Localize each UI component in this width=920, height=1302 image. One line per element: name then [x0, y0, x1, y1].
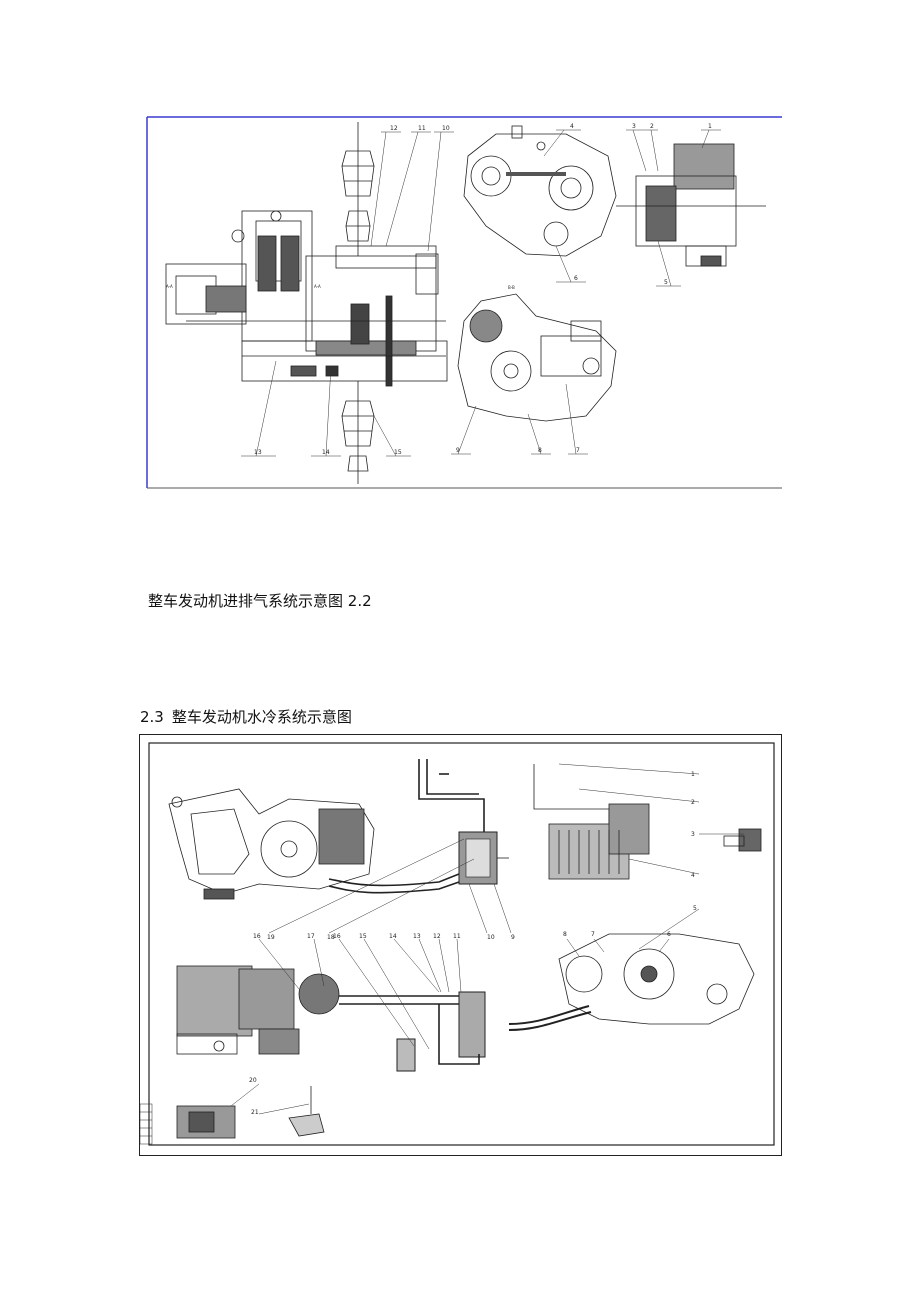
view-label-b: A-A	[314, 284, 321, 289]
callout-3: 3	[632, 123, 636, 130]
callout-r2: 2	[691, 799, 695, 806]
main-leaders	[241, 131, 454, 457]
callout-6: 6	[574, 275, 578, 282]
end-section-leaders	[626, 129, 721, 287]
callout-b17: 17	[307, 933, 315, 940]
callout-r6: 6	[667, 931, 671, 938]
engine-side-view	[463, 125, 617, 257]
outer-border	[139, 734, 782, 1156]
callout-r7: 7	[591, 931, 595, 938]
cooling-system-svg: 19 18 10 9 1 2 3 4 5 6 7 8 16 17 16 15 1…	[139, 734, 782, 1156]
title-block	[139, 1103, 153, 1145]
cooling-system-drawing: 19 18 10 9 1 2 3 4 5 6 7 8 16 17 16 15 1…	[139, 734, 782, 1156]
callout-4: 4	[570, 123, 574, 130]
callout-9b: 9	[511, 934, 515, 941]
callout-13: 13	[254, 449, 262, 456]
callout-8: 8	[538, 447, 542, 454]
callout-14: 14	[322, 449, 330, 456]
callout-b21: 21	[251, 1109, 259, 1116]
engine-lower-view	[457, 293, 617, 422]
bottom-hoses	[339, 991, 486, 1072]
figure-caption-2-2: 整车发动机进排气系统示意图 2.2	[148, 592, 372, 610]
callout-7: 7	[576, 447, 580, 454]
callout-b20: 20	[249, 1077, 257, 1084]
engine-bottom-left	[176, 965, 340, 1055]
callout-b12: 12	[433, 933, 441, 940]
callout-18: 18	[327, 934, 335, 941]
callout-b15: 15	[359, 933, 367, 940]
callout-15: 15	[394, 449, 402, 456]
intake-exhaust-drawing: 12 11 10 13 14 15 A-A A-A 4 6	[146, 116, 782, 490]
callout-b13: 13	[413, 933, 421, 940]
callout-r5: 5	[693, 905, 697, 912]
drive-shaft-top	[341, 122, 375, 256]
engine-bottom-right	[508, 933, 755, 1031]
callout-2: 2	[650, 123, 654, 130]
engine-end-section	[616, 143, 766, 267]
lower-view-leaders	[451, 383, 588, 455]
engine-top-left	[168, 788, 375, 900]
callout-r1: 1	[691, 771, 695, 778]
callout-b11: 11	[453, 933, 461, 940]
view-label-a: A-A	[166, 284, 173, 289]
main-section	[165, 210, 448, 387]
top-hoses	[328, 759, 509, 894]
callout-12: 12	[390, 125, 398, 132]
callout-19: 19	[267, 934, 275, 941]
section-heading-2-3: 2.3 整车发动机水冷系统示意图	[140, 706, 352, 727]
callout-r8: 8	[563, 931, 567, 938]
side-view-leaders	[543, 129, 586, 283]
callout-9: 9	[456, 447, 460, 454]
view-label-c: B-B	[508, 285, 515, 290]
callout-10: 10	[442, 125, 450, 132]
callout-b16b: 16	[333, 933, 341, 940]
section-title: 整车发动机水冷系统示意图	[171, 708, 352, 726]
callout-b16a: 16	[253, 933, 261, 940]
intake-exhaust-svg: 12 11 10 13 14 15 A-A A-A 4 6	[146, 116, 782, 489]
inner-border	[148, 742, 775, 1146]
section-number: 2.3	[140, 708, 164, 726]
detail-views	[176, 1086, 325, 1139]
engine-top-right	[533, 764, 762, 880]
callout-10b: 10	[487, 934, 495, 941]
callout-11: 11	[418, 125, 426, 132]
callout-r3: 3	[691, 831, 695, 838]
callout-b14: 14	[389, 933, 397, 940]
callout-r4: 4	[691, 872, 695, 879]
callout-5: 5	[664, 279, 668, 286]
drive-shaft-bottom	[341, 381, 375, 484]
callout-1: 1	[708, 123, 712, 130]
cooling-leaders	[230, 763, 744, 1115]
